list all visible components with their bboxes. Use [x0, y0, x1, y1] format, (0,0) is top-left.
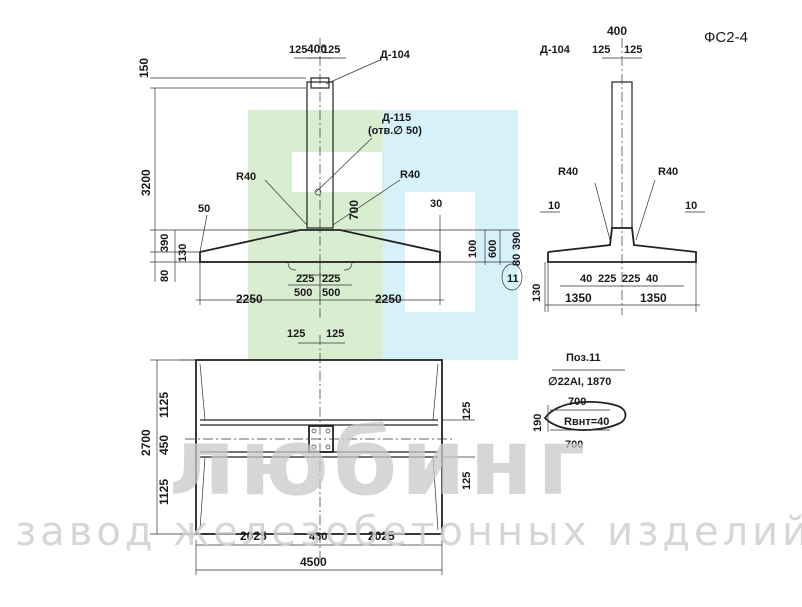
- dim-80: 80: [159, 270, 171, 282]
- label-d115-note: (отв.∅ 50): [368, 125, 422, 137]
- dim-2250-l: 2250: [236, 292, 263, 306]
- side-dim-40-r: 40: [646, 273, 658, 285]
- side-dim-125-r: 125: [624, 44, 642, 56]
- rebar-len-bottom: 700: [565, 439, 583, 451]
- side-dim-225-l: 225: [598, 273, 616, 285]
- side-dim-10-l: 10: [548, 200, 560, 212]
- dim-125-r: 125: [322, 44, 340, 56]
- dim-3200: 3200: [139, 169, 153, 196]
- dim-400: 400: [307, 42, 327, 56]
- side-dim-225-r: 225: [622, 273, 640, 285]
- side-dim-125-l: 125: [592, 44, 610, 56]
- rebar-spec: ∅22AI, 1870: [548, 376, 611, 388]
- plan-dim-4500: 4500: [300, 555, 327, 569]
- dim-80-r: 80: [511, 254, 523, 266]
- side-slab-outline: [547, 227, 697, 263]
- plan-dim-125-r: 125: [326, 328, 344, 340]
- dim-30: 30: [430, 198, 442, 210]
- rebar-detail: Поз.11 ∅22AI, 1870 700 700 190 Rвнт=40: [532, 352, 627, 451]
- label-d115: Д-115: [382, 112, 411, 124]
- dim-2250-r: 2250: [375, 292, 402, 306]
- plan-dim-125-rb: 125: [461, 472, 473, 490]
- dim-225-l: 225: [296, 273, 314, 285]
- rebar-pos: Поз.11: [566, 352, 601, 364]
- callout-11: 11: [507, 273, 519, 285]
- label-r40-3: R40: [558, 166, 578, 178]
- dim-600: 600: [487, 240, 499, 258]
- dim-125-l: 125: [289, 44, 307, 56]
- rebar-len-top: 700: [568, 396, 586, 408]
- dim-150: 150: [137, 58, 151, 78]
- plan-view: 125 125 1125 2700 450 1125 125 125 2025 …: [139, 328, 475, 575]
- label-r40-2: R40: [400, 169, 420, 181]
- rebar-radius: Rвнт=40: [564, 416, 609, 428]
- label-d104-right: Д-104: [540, 44, 571, 56]
- front-view: 400 125 125 150 3200 50 700 30 390 130 8…: [137, 38, 523, 320]
- dim-225-r: 225: [322, 273, 340, 285]
- dim-100: 100: [467, 240, 479, 258]
- plan-dim-125-rt: 125: [461, 402, 473, 420]
- plan-dim-450: 450: [157, 435, 171, 455]
- label-r40-4: R40: [658, 166, 678, 178]
- plan-dim-2025-r: 2025: [368, 529, 395, 543]
- watermark-subtitle: завод железобетонных изделий: [15, 509, 802, 555]
- side-view: 400 125 125 10 10 40 225 225 40 130 1350…: [531, 24, 705, 315]
- callout-11-circle: [501, 263, 523, 291]
- side-dim-1350-r: 1350: [640, 291, 667, 305]
- watermark-brand: любинг: [168, 409, 589, 516]
- plan-dim-2025-l: 2025: [240, 529, 267, 543]
- dim-500-r: 500: [322, 287, 340, 299]
- plan-dim-1125-t: 1125: [157, 392, 171, 418]
- dim-130: 130: [177, 244, 189, 262]
- side-dim-400: 400: [607, 24, 627, 38]
- rebar-height: 190: [532, 414, 544, 432]
- dim-390-r: 390: [511, 232, 523, 250]
- plan-dim-125-l: 125: [287, 328, 305, 340]
- side-dim-40-l: 40: [580, 273, 592, 285]
- side-dim-1350-l: 1350: [565, 291, 592, 305]
- plan-dim-1125-b: 1125: [157, 479, 171, 505]
- dim-50: 50: [198, 203, 210, 215]
- dim-390: 390: [159, 234, 171, 252]
- side-dim-10-r: 10: [685, 200, 697, 212]
- watermark-logo-blocks: [248, 110, 518, 360]
- dim-500-l: 500: [294, 287, 312, 299]
- plan-outline: [195, 359, 443, 535]
- side-dim-130: 130: [531, 284, 543, 302]
- plan-dim-450-c: 450: [309, 531, 327, 543]
- dim-700: 700: [347, 200, 361, 220]
- label-d104-left: Д-104: [380, 49, 411, 61]
- label-r40-1: R40: [236, 171, 256, 183]
- drawing-title: ФС2-4: [704, 29, 748, 46]
- plan-dim-2700: 2700: [139, 429, 153, 456]
